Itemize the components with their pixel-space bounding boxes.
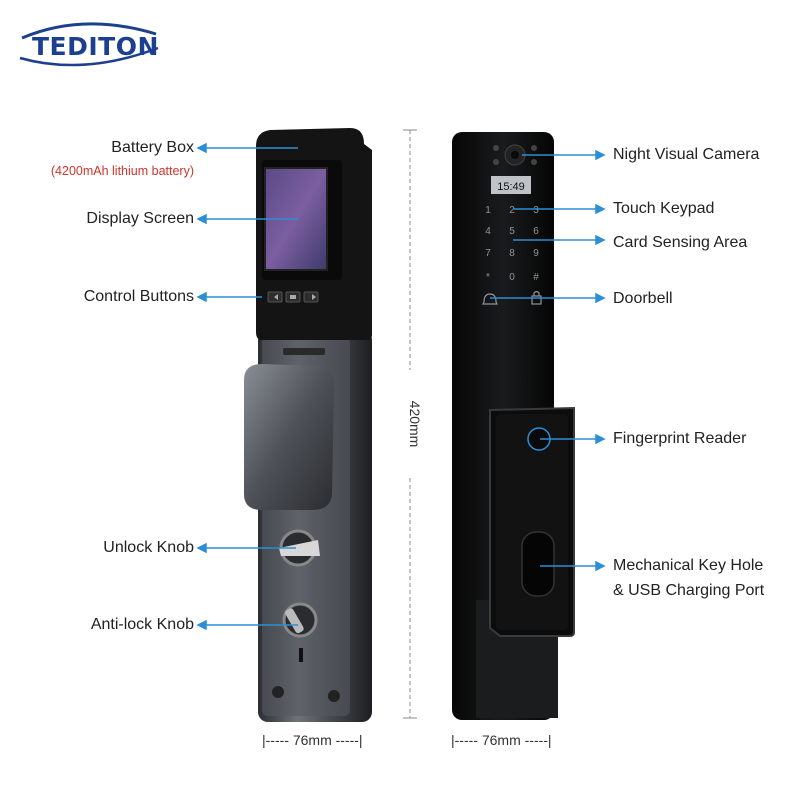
width-dimension-left: |----- 76mm -----|: [262, 732, 363, 748]
inside-lock: [244, 128, 372, 722]
night-camera-label: Night Visual Camera: [613, 146, 760, 163]
svg-text:2: 2: [509, 205, 515, 216]
key-hole-label: Mechanical Key Hole: [613, 557, 764, 574]
doorbell-label: Doorbell: [613, 290, 673, 307]
unlock-knob-label: Unlock Knob: [103, 539, 194, 556]
brand-logo: TEDITON: [14, 18, 164, 70]
svg-text:1: 1: [485, 205, 491, 216]
height-dimension-line: [403, 129, 417, 719]
svg-text:8: 8: [509, 248, 515, 259]
svg-text:7: 7: [485, 248, 491, 259]
outside-lock: 15:49 1 2 3 4 5 6 7 8 9 * 0 #: [452, 132, 575, 720]
control-button-right: [303, 291, 319, 303]
svg-text:9: 9: [533, 248, 539, 259]
width-dimension-right: |----- 76mm -----|: [451, 732, 552, 748]
fingerprint-label: Fingerprint Reader: [613, 430, 747, 447]
anti-lock-knob-label: Anti-lock Knob: [90, 616, 194, 633]
svg-text:6: 6: [533, 226, 539, 237]
key-hole: [521, 531, 555, 597]
inside-slot: [283, 348, 325, 355]
svg-text:4: 4: [485, 226, 491, 237]
keypad-digits: 1 2 3 4 5 6 7 8 9 * 0 #: [485, 205, 539, 283]
inside-handle: [244, 364, 334, 510]
card-sensing-label: Card Sensing Area: [613, 234, 748, 251]
usb-port-label: & USB Charging Port: [613, 582, 765, 599]
battery-note-label: (4200mAh lithium battery): [50, 164, 194, 178]
outside-screen: [491, 176, 531, 194]
svg-text:*: *: [486, 272, 490, 283]
doorbell-icon: [482, 293, 498, 305]
svg-text:0: 0: [509, 272, 515, 283]
svg-text:5: 5: [509, 226, 515, 237]
left-callout-arrows: [196, 142, 298, 631]
control-buttons-label: Control Buttons: [83, 288, 194, 305]
logo-swoosh-icon: [19, 22, 159, 67]
lock-icon: [531, 290, 542, 305]
battery-box-label: Battery Box: [111, 139, 194, 156]
right-callout-arrows: [490, 149, 606, 572]
touch-keypad-label: Touch Keypad: [613, 200, 715, 217]
svg-text:3: 3: [533, 205, 539, 216]
outside-screen-time: 15:49: [497, 181, 525, 193]
logo-text: TEDITON: [32, 32, 159, 61]
svg-text:#: #: [533, 272, 539, 283]
height-dimension-label: 420mm: [407, 401, 423, 448]
display-screen-label: Display Screen: [86, 210, 194, 227]
